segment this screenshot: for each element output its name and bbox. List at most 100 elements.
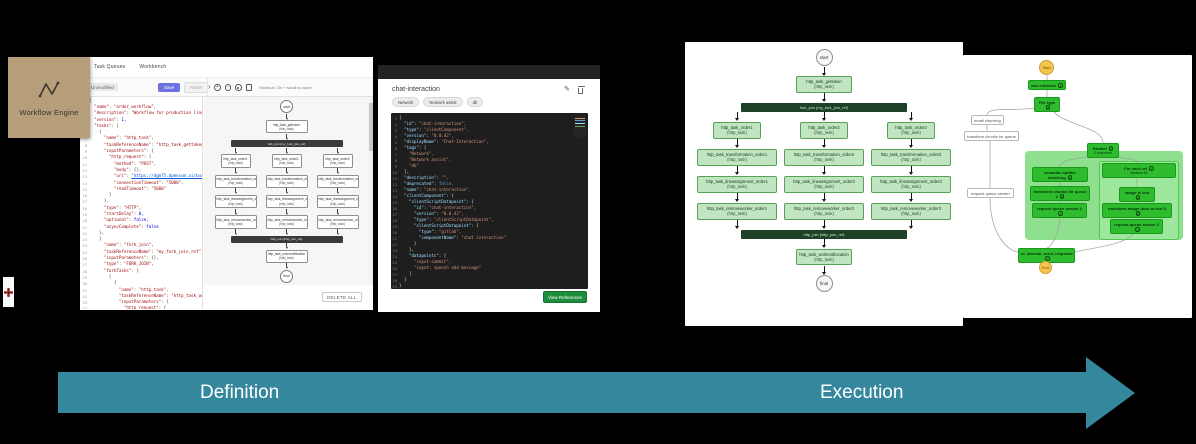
task-node[interactable]: http_task_order1(http_task) — [220, 154, 251, 168]
task-node[interactable]: http_task_transformation_order3(http_tas… — [316, 174, 359, 188]
fork-join-bar[interactable]: fork_join (my_fork_join_ref) — [741, 102, 907, 112]
task-node[interactable]: http_task_lineassignment_order3(http_tas… — [871, 175, 951, 193]
task-node[interactable]: http_task_transformation_order1(http_tas… — [214, 174, 257, 188]
code-line: 17 "version": "0.0.42", — [392, 211, 464, 217]
trace-node-send_response[interactable]: ol_internal_send_response✓ — [1018, 248, 1075, 264]
flow-arrow — [336, 229, 339, 236]
trace-node-email_chunking[interactable]: email chunking — [971, 115, 1004, 126]
task-node[interactable]: http_task_lineassignment_order1(http_tas… — [214, 194, 257, 209]
task-node[interactable]: http_task_order3(http_task) — [887, 121, 935, 139]
trace-node-file_type[interactable]: File type✓ — [1034, 97, 1060, 113]
flow-terminal-node[interactable]: start — [815, 49, 833, 66]
flow-arrow — [735, 112, 739, 122]
trace-node-semantic_splitter[interactable]: semantic splitter chunking✓ — [1032, 167, 1088, 183]
zoom-in-icon[interactable]: + — [214, 84, 221, 91]
task-node[interactable]: http_task_workerallocation(http_task) — [796, 248, 852, 266]
delete-all-button[interactable]: DELETE ALL — [322, 292, 362, 302]
fullscreen-icon[interactable] — [245, 84, 252, 91]
zoom-hint-text: Shortcut: Ctrl + scroll to zoom — [259, 85, 312, 90]
flow-arrow — [234, 208, 237, 215]
code-line: 19 "startDelay": 0, — [82, 211, 144, 217]
task-node[interactable]: http_task_removeworker_order1(http_task) — [214, 215, 257, 229]
task-node[interactable]: http_task_ordernotification(http_task) — [265, 249, 308, 263]
code-line: 20 "optional": false, — [82, 218, 149, 224]
trace-node-parallel[interactable]: Parallel✓2 branches — [1087, 143, 1119, 158]
trace-start-node[interactable]: Start — [1039, 60, 1054, 75]
task-node[interactable]: http_task_order1(http_task) — [713, 121, 761, 139]
task-node[interactable]: http_task_order2(http_task) — [271, 154, 302, 168]
fork-join-bar[interactable]: fork_join (my_fork_join_ref) — [230, 140, 343, 148]
task-node[interactable]: http_task_transformation_order1(http_tas… — [697, 148, 777, 166]
stage-arrow-banner: Definition Execution — [58, 372, 1086, 413]
scrollbar[interactable] — [369, 97, 373, 309]
task-node[interactable]: http_task_order3(http_task) — [322, 154, 353, 168]
trace-node-transform_chunks[interactable]: transform chunks for queue — [964, 131, 1019, 142]
flow-arrow — [336, 168, 339, 175]
trace-node-image_to_text[interactable]: image to text✓ — [1119, 187, 1155, 203]
flow-terminal-node[interactable]: final — [280, 269, 293, 283]
flow-arrow — [822, 93, 826, 103]
edit-pencil-icon[interactable]: ✎ — [564, 86, 570, 93]
flow-terminal-node[interactable]: final — [815, 275, 833, 293]
reset-button[interactable]: Reset — [184, 81, 208, 93]
task-node[interactable]: http_task_removeworker_order3(http_task) — [316, 215, 359, 229]
tab-task-queues[interactable]: Task Queues — [94, 64, 126, 70]
view-references-button[interactable]: View References — [543, 291, 587, 303]
trace-node-transform_image_desc[interactable]: transform image desc to text 3✓ — [1102, 203, 1172, 219]
task-node[interactable]: http_task_lineassignment_order1(http_tas… — [697, 175, 777, 193]
trace-node-for_each_url[interactable]: For each url✓iteration #2 — [1102, 163, 1176, 178]
fork-branch: http_task_order2(http_task) http_task_tra… — [265, 147, 308, 236]
task-node[interactable]: http_task_gettoken(http_task) — [265, 120, 308, 134]
execution-stage-label: Execution — [820, 381, 904, 403]
component-json-editor[interactable]: 1{2 "id": "chat-interaction",3 "type": "… — [391, 113, 588, 289]
code-line: 29} — [392, 283, 402, 289]
trace-node-doc_extractor[interactable]: doc extractor✓ — [1028, 80, 1066, 91]
code-line: 18 "type": "clientScriptDatapoint", — [392, 217, 494, 223]
fork-join-bar[interactable]: http_join (http_join_ref) — [230, 235, 343, 243]
expand-chevron-icon[interactable]: › — [208, 82, 211, 91]
workflow-engine-logo-card: Workflow Engine — [8, 57, 90, 138]
code-line: 15 "readTimeout": "5000" — [82, 186, 167, 192]
execution-run-card: start http_task_gettoken(http_task) fork_j… — [685, 42, 963, 326]
task-node[interactable]: http_task_transformation_order2(http_tas… — [784, 148, 864, 166]
task-node[interactable]: http_task_lineassignment_order2(http_tas… — [265, 194, 308, 209]
fork-join-bar[interactable]: http_join (http_join_ref) — [741, 229, 907, 239]
task-node[interactable]: http_task_gettoken(http_task) — [796, 76, 852, 93]
task-node[interactable]: http_task_transformation_order3(http_tas… — [871, 148, 951, 166]
flow-arrow — [735, 166, 739, 176]
trace-end-node[interactable]: End — [1039, 261, 1052, 274]
flow-arrow — [336, 147, 339, 154]
code-line: 7 "name": "http_task", — [84, 136, 154, 142]
workflow-diagram-canvas[interactable]: start http_task_gettoken(http_task) fork_j… — [204, 97, 369, 285]
trace-node-request_queue_sender_3[interactable]: request queue sender 3✓ — [1110, 219, 1163, 235]
chat-window-header — [378, 65, 600, 79]
task-node[interactable]: http_task_removeworker_order1(http_task) — [697, 202, 777, 220]
trace-node-request_queue_sender_2[interactable]: request queue sender 2✓ — [1032, 203, 1087, 219]
tab-workbench[interactable]: Workbench — [139, 64, 167, 70]
zoom-out-icon[interactable]: − — [224, 84, 231, 91]
code-line: 16 } — [82, 193, 112, 199]
flow-arrow — [909, 112, 913, 122]
flow-terminal-node[interactable]: start — [280, 100, 293, 113]
code-line: 3 "description": "Workflow for productio… — [85, 111, 202, 117]
task-node[interactable]: http_task_order2(http_task) — [800, 121, 848, 139]
flow-arrow — [285, 263, 288, 270]
execution-trace-card: Start doc extractor✓ File type✓ email chun… — [963, 55, 1192, 318]
task-node[interactable]: http_task_lineassignment_order2(http_tas… — [784, 175, 864, 193]
center-view-icon[interactable] — [235, 84, 242, 91]
task-node[interactable]: http_task_removeworker_order3(http_task) — [871, 202, 951, 220]
code-line: 17 }, — [82, 199, 109, 205]
trace-node-request_queue_sender[interactable]: request queue sender — [967, 188, 1014, 199]
code-line: 23 }, — [392, 247, 414, 253]
flow-arrow — [285, 188, 288, 195]
trace-node-transform_chunks_2[interactable]: transform chunks for queue 2✓ — [1030, 186, 1090, 202]
task-node[interactable]: http_task_removeworker_order2(http_task) — [265, 215, 308, 229]
task-node[interactable]: http_task_removeworker_order2(http_task) — [784, 202, 864, 220]
task-node[interactable]: http_task_transformation_order2(http_tas… — [265, 174, 308, 188]
save-button[interactable]: Save — [158, 82, 181, 92]
workflow-json-editor[interactable]: 1{2 "name": "order_workflow",3 "descript… — [80, 97, 203, 309]
flow-arrow — [336, 208, 339, 215]
task-node[interactable]: http_task_lineassignment_order3(http_tas… — [316, 194, 359, 209]
code-line: 33 "inputParameters": { — [82, 300, 169, 306]
delete-trash-icon[interactable] — [577, 86, 585, 94]
